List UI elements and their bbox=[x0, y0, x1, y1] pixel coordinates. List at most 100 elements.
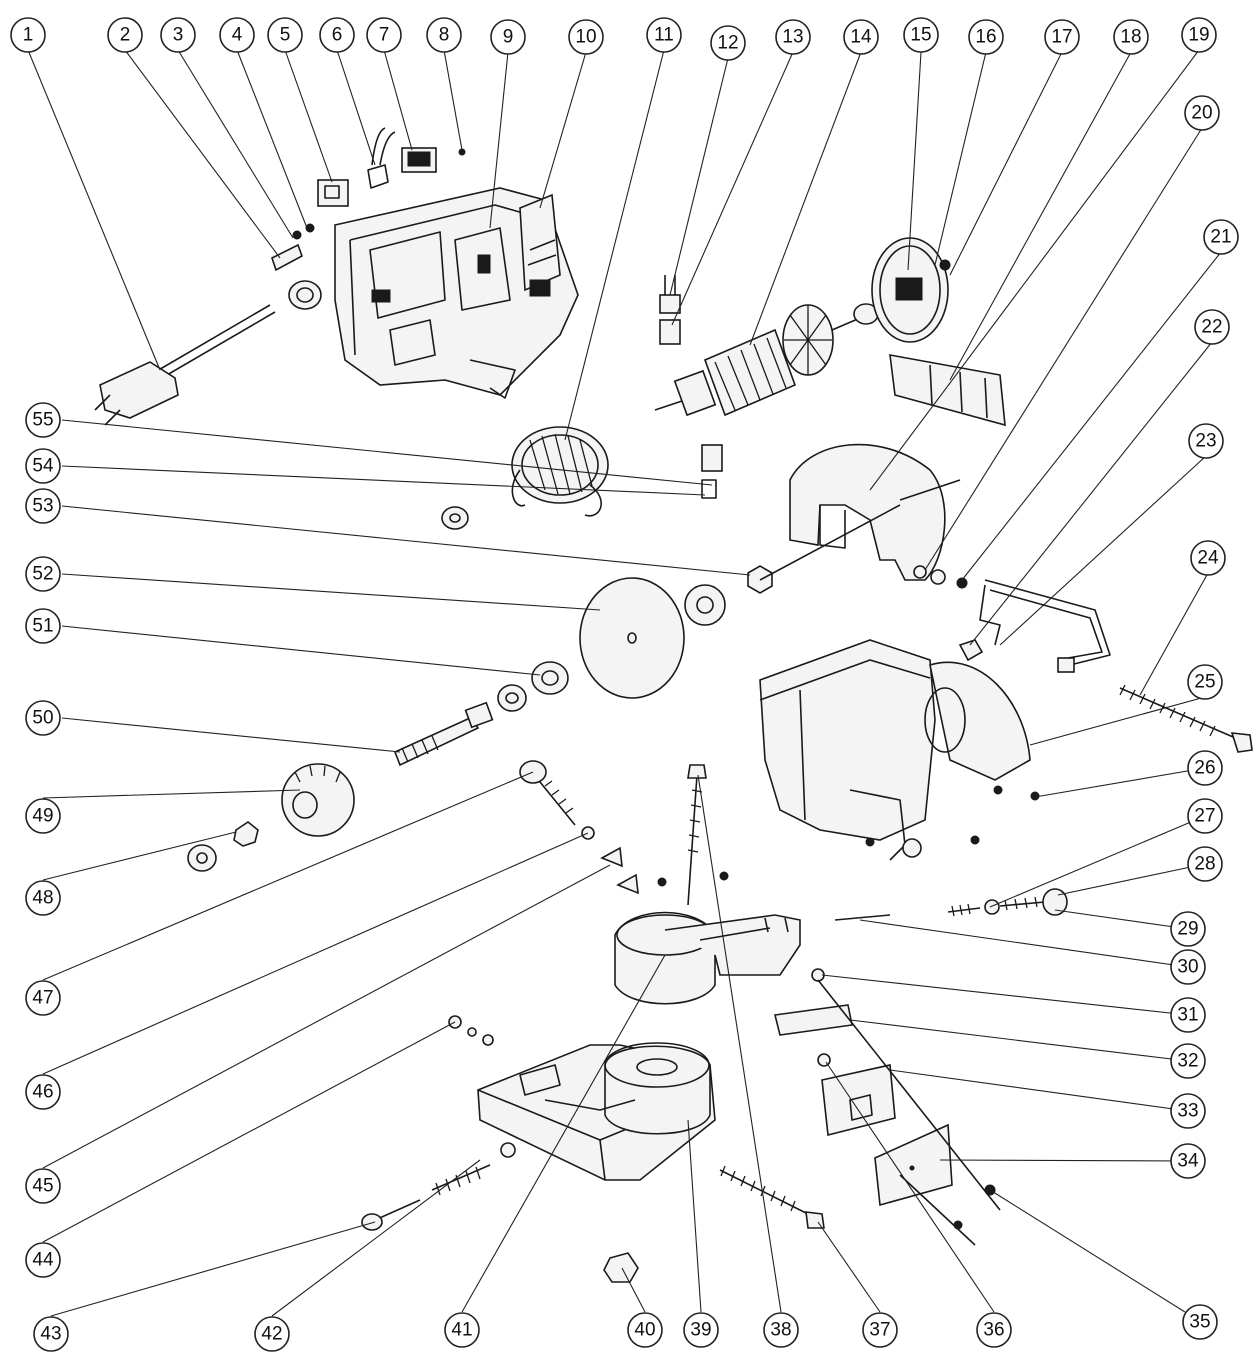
callout-number: 51 bbox=[32, 616, 53, 637]
callout-21: 21 bbox=[1203, 219, 1239, 255]
callout-54: 54 bbox=[25, 448, 61, 484]
callout-circle bbox=[25, 402, 61, 438]
callout-circle bbox=[1187, 750, 1223, 786]
callout-number: 36 bbox=[983, 1320, 1004, 1341]
callout-number: 25 bbox=[1194, 672, 1215, 693]
callout-13: 13 bbox=[775, 19, 811, 55]
callout-circle bbox=[976, 1312, 1012, 1348]
callout-3: 3 bbox=[160, 17, 196, 53]
callout-34: 34 bbox=[1170, 1143, 1206, 1179]
callout-circle bbox=[25, 880, 61, 916]
callout-40: 40 bbox=[627, 1312, 663, 1348]
assembled-cutter-head bbox=[759, 639, 1040, 861]
callout-41: 41 bbox=[444, 1312, 480, 1348]
part-illustrations bbox=[94, 127, 1253, 1283]
callout-55: 55 bbox=[25, 402, 61, 438]
callout-45: 45 bbox=[25, 1168, 61, 1204]
spindle-pulley bbox=[187, 684, 527, 872]
callout-circle bbox=[25, 488, 61, 524]
callout-number: 1 bbox=[23, 25, 34, 46]
callout-2: 2 bbox=[107, 17, 143, 53]
callout-circle bbox=[903, 17, 939, 53]
callout-53: 53 bbox=[25, 488, 61, 524]
callout-circle bbox=[1113, 19, 1149, 55]
callout-number: 16 bbox=[975, 27, 996, 48]
callout-51: 51 bbox=[25, 608, 61, 644]
callout-circle bbox=[1187, 798, 1223, 834]
callout-circle bbox=[10, 17, 46, 53]
callout-number: 34 bbox=[1177, 1151, 1199, 1172]
callout-number: 54 bbox=[32, 456, 54, 477]
callout-circle bbox=[646, 17, 682, 53]
callout-circle bbox=[968, 19, 1004, 55]
callout-30: 30 bbox=[1170, 949, 1206, 985]
callout-33: 33 bbox=[1170, 1093, 1206, 1129]
adjustment-screw bbox=[834, 888, 1068, 921]
callout-number: 24 bbox=[1197, 548, 1219, 569]
callout-circle bbox=[33, 1316, 69, 1352]
callout-number: 41 bbox=[451, 1320, 472, 1341]
callout-circle bbox=[683, 1312, 719, 1348]
callout-number: 31 bbox=[1177, 1005, 1198, 1026]
callout-number: 50 bbox=[32, 708, 53, 729]
callout-circle bbox=[1194, 309, 1230, 345]
callout-circle bbox=[1170, 911, 1206, 947]
callout-circle bbox=[1187, 664, 1223, 700]
callout-number: 33 bbox=[1177, 1101, 1198, 1122]
callout-10: 10 bbox=[568, 19, 604, 55]
upper-blade-guard bbox=[789, 443, 968, 589]
callout-20: 20 bbox=[1184, 95, 1220, 131]
callout-circle bbox=[710, 25, 746, 61]
callout-circle bbox=[107, 17, 143, 53]
callout-number: 44 bbox=[32, 1250, 54, 1271]
callout-1: 1 bbox=[10, 17, 46, 53]
callout-circle bbox=[25, 1242, 61, 1278]
callout-43: 43 bbox=[33, 1316, 69, 1352]
callout-circle bbox=[1187, 846, 1223, 882]
callout-number: 39 bbox=[690, 1320, 711, 1341]
callout-circle bbox=[25, 700, 61, 736]
callout-number: 46 bbox=[32, 1082, 53, 1103]
callout-number: 32 bbox=[1177, 1051, 1198, 1072]
callout-22: 22 bbox=[1194, 309, 1230, 345]
callout-circle bbox=[763, 1312, 799, 1348]
callout-number: 14 bbox=[850, 27, 872, 48]
callout-number: 53 bbox=[32, 496, 53, 517]
callout-6: 6 bbox=[319, 17, 355, 53]
callout-circle bbox=[25, 980, 61, 1016]
callout-number: 6 bbox=[332, 25, 343, 46]
callout-circle bbox=[444, 1312, 480, 1348]
power-cord-plug bbox=[94, 304, 276, 426]
brush-holder bbox=[659, 275, 723, 499]
callout-18: 18 bbox=[1113, 19, 1149, 55]
callout-number: 4 bbox=[232, 25, 243, 46]
callout-circle bbox=[1188, 423, 1224, 459]
guard-plate bbox=[889, 354, 1006, 427]
callout-circle bbox=[1190, 540, 1226, 576]
callout-number: 40 bbox=[634, 1320, 655, 1341]
callout-26: 26 bbox=[1187, 750, 1223, 786]
callout-circle bbox=[366, 17, 402, 53]
callout-7: 7 bbox=[366, 17, 402, 53]
callout-number: 49 bbox=[32, 806, 53, 827]
callout-number: 17 bbox=[1051, 27, 1072, 48]
callout-24: 24 bbox=[1190, 540, 1226, 576]
callout-number: 20 bbox=[1191, 103, 1212, 124]
callout-number: 26 bbox=[1194, 758, 1215, 779]
callout-circle bbox=[25, 1168, 61, 1204]
callout-4: 4 bbox=[219, 17, 255, 53]
lower-base bbox=[448, 1015, 716, 1181]
callout-number: 12 bbox=[717, 33, 738, 54]
callout-circle bbox=[490, 19, 526, 55]
callout-circle bbox=[426, 17, 462, 53]
callout-number: 29 bbox=[1177, 919, 1198, 940]
callout-circle bbox=[775, 19, 811, 55]
callout-49: 49 bbox=[25, 798, 61, 834]
callout-number: 42 bbox=[261, 1324, 282, 1345]
callout-number: 21 bbox=[1210, 227, 1231, 248]
callout-circle bbox=[160, 17, 196, 53]
base-screws bbox=[361, 1142, 825, 1283]
callout-9: 9 bbox=[490, 19, 526, 55]
callout-circle bbox=[25, 798, 61, 834]
